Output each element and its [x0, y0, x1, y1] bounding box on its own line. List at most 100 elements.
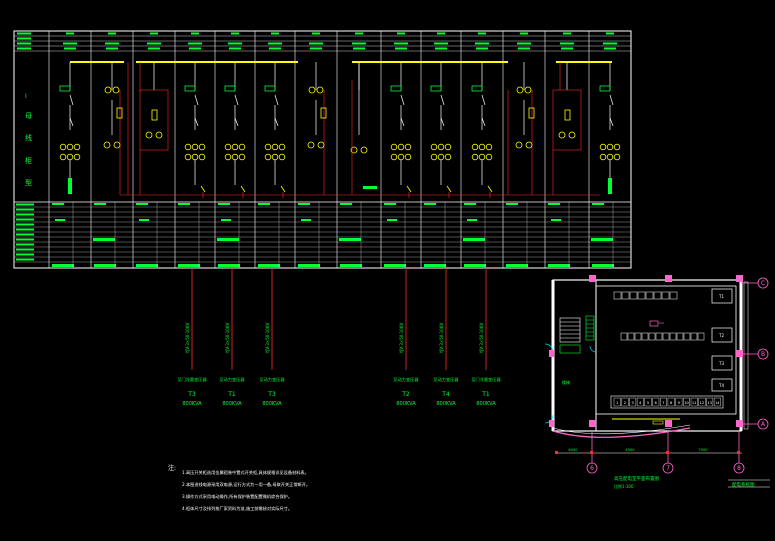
voltage-transformer: [316, 86, 324, 94]
current-transformer: [184, 143, 192, 151]
current-transformer: [73, 153, 81, 161]
meter-transformer: [568, 131, 576, 139]
table-cell-mark: [178, 264, 200, 267]
cabinet-number: 8: [670, 401, 673, 405]
cabinet-cell: [636, 397, 644, 407]
panel-14-schematic: [599, 62, 621, 194]
fuse: [320, 107, 327, 119]
header-cell-mark: [520, 32, 528, 35]
header-cell-mark: [434, 42, 448, 45]
cable-spec-label: YJV-3×50-10KV: [399, 323, 404, 355]
transformer-boxes: [711, 288, 733, 392]
fuse: [116, 107, 123, 119]
fuse: [151, 109, 158, 121]
table-cell-mark: [463, 238, 485, 241]
current-transformer: [397, 143, 405, 151]
current-transformer: [613, 143, 621, 151]
current-transformer: [224, 143, 232, 151]
feeder-name: T2: [401, 391, 410, 398]
note-line-1: 1.高压开关柜选用金属铠装中置式开关柜,具体规格详见设备材料表。: [182, 469, 309, 476]
stair: 楼梯: [559, 315, 595, 385]
cable-spec-label: YJV-3×50-10KV: [439, 323, 444, 355]
metering-box: [139, 89, 169, 151]
notes-block: 注: 1.高压开关柜选用金属铠装中置式开关柜,具体规格详见设备材料表。 2.本图…: [168, 464, 310, 512]
table-cell-mark: [548, 264, 570, 267]
current-transformer: [485, 153, 493, 161]
breaker-contact: [400, 94, 405, 106]
cabinet: [620, 332, 628, 341]
cabinet: [634, 332, 642, 341]
table-cell-mark: [136, 264, 158, 267]
header-cell-mark: [603, 42, 617, 45]
current-transformer: [471, 153, 479, 161]
breaker-contact: [400, 117, 405, 127]
svg-text:8: 8: [737, 465, 741, 472]
cabinet: [613, 291, 622, 300]
current-transformer: [191, 143, 199, 151]
cabinet-cell: [698, 397, 706, 407]
cabinet: [669, 291, 678, 300]
table-cell-mark: [55, 219, 65, 221]
header-cell-mark: [312, 32, 320, 35]
svg-text:B: B: [761, 351, 765, 358]
table-row-label: [16, 218, 34, 221]
panel-column-dividers: [90, 31, 590, 268]
voltage-transformer: [516, 86, 524, 94]
current-transformer: [238, 143, 246, 151]
header-cell-mark: [517, 42, 531, 45]
cabinet-cell: [675, 397, 683, 407]
svg-text:T4: T4: [718, 383, 724, 388]
cabinet: [648, 332, 656, 341]
header-cell-mark: [66, 32, 74, 35]
feeder-note: 至动力变压器: [433, 376, 459, 383]
current-transformer: [264, 153, 272, 161]
table-cell-mark: [218, 264, 240, 267]
table-cell-mark: [506, 203, 518, 205]
breaker-contact: [69, 117, 74, 127]
cabinet: [637, 291, 646, 300]
cabinet-number: 1: [616, 401, 618, 405]
header-cell-mark: [188, 42, 202, 45]
panel-6-schematic: [264, 62, 286, 198]
feeder-rating: 800KVA: [476, 401, 496, 407]
cabinet: [676, 332, 684, 341]
svg-text:A: A: [761, 421, 766, 428]
table-cell-mark: [94, 203, 106, 205]
cabinet-cell: [613, 397, 621, 407]
table-cell-mark: [258, 203, 270, 205]
header-cell-mark: [268, 42, 282, 45]
current-transformer: [430, 153, 438, 161]
feeder-rating: 800KVA: [436, 401, 456, 407]
current-transformer: [231, 143, 239, 151]
header-cell-mark: [189, 47, 201, 50]
header-cell-mark: [478, 32, 486, 35]
current-transformer: [59, 153, 67, 161]
current-transformer: [599, 143, 607, 151]
cabinet-strip: [610, 395, 724, 409]
transformer-tags: T1 T2 T3 T4: [718, 294, 724, 388]
cabinet: [653, 291, 662, 300]
panel-1-schematic: [59, 62, 81, 194]
table-cell-mark: [387, 219, 397, 221]
header-cell-mark: [231, 32, 239, 35]
metering-box: [552, 89, 582, 151]
feeder-note: 至动力变压器: [259, 376, 285, 383]
table-row-label: [16, 223, 34, 226]
feeder-name: T4: [441, 391, 450, 398]
header-cell-mark: [475, 42, 489, 45]
table-row-label: [16, 203, 34, 206]
current-transformer: [390, 143, 398, 151]
header-cell-mark: [563, 32, 571, 35]
current-transformer: [264, 143, 272, 151]
current-transformer: [606, 143, 614, 151]
table-cell-mark: [93, 238, 115, 241]
svg-text:母: 母: [25, 112, 32, 120]
current-transformer: [478, 153, 486, 161]
svg-text:型: 型: [25, 178, 32, 187]
table-cell-mark: [218, 203, 230, 205]
panel-7-schematic: [307, 62, 327, 195]
cabinet: [645, 291, 654, 300]
table-row-label: [16, 243, 34, 246]
header-cell-mark: [604, 47, 616, 50]
table-cell-mark: [424, 264, 446, 267]
